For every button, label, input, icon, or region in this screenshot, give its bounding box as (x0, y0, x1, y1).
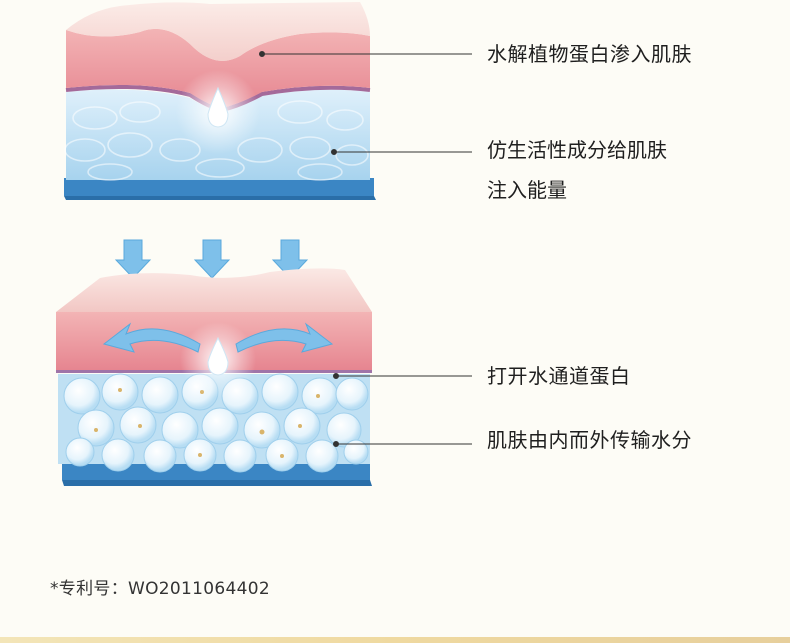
label-protein-penetrates: 水解植物蛋白渗入肌肤 (487, 44, 692, 64)
bottom-skin-block (56, 268, 372, 486)
down-arrow-icon (195, 240, 229, 278)
label-bionic-line-2: 注入能量 (487, 170, 667, 210)
label-aquaporin: 打开水通道蛋白 (487, 366, 631, 386)
down-arrow-icon (116, 240, 150, 278)
label-bionic-line-1: 仿生活性成分给肌肤 (487, 130, 667, 170)
bottom-strip (0, 637, 790, 643)
top-skin-block (64, 2, 376, 200)
label-water-transport: 肌肤由内而外传输水分 (487, 430, 692, 450)
patent-footnote: *专利号：WO2011064402 (50, 574, 270, 599)
label-bionic-ingredients: 仿生活性成分给肌肤 注入能量 (487, 130, 667, 210)
